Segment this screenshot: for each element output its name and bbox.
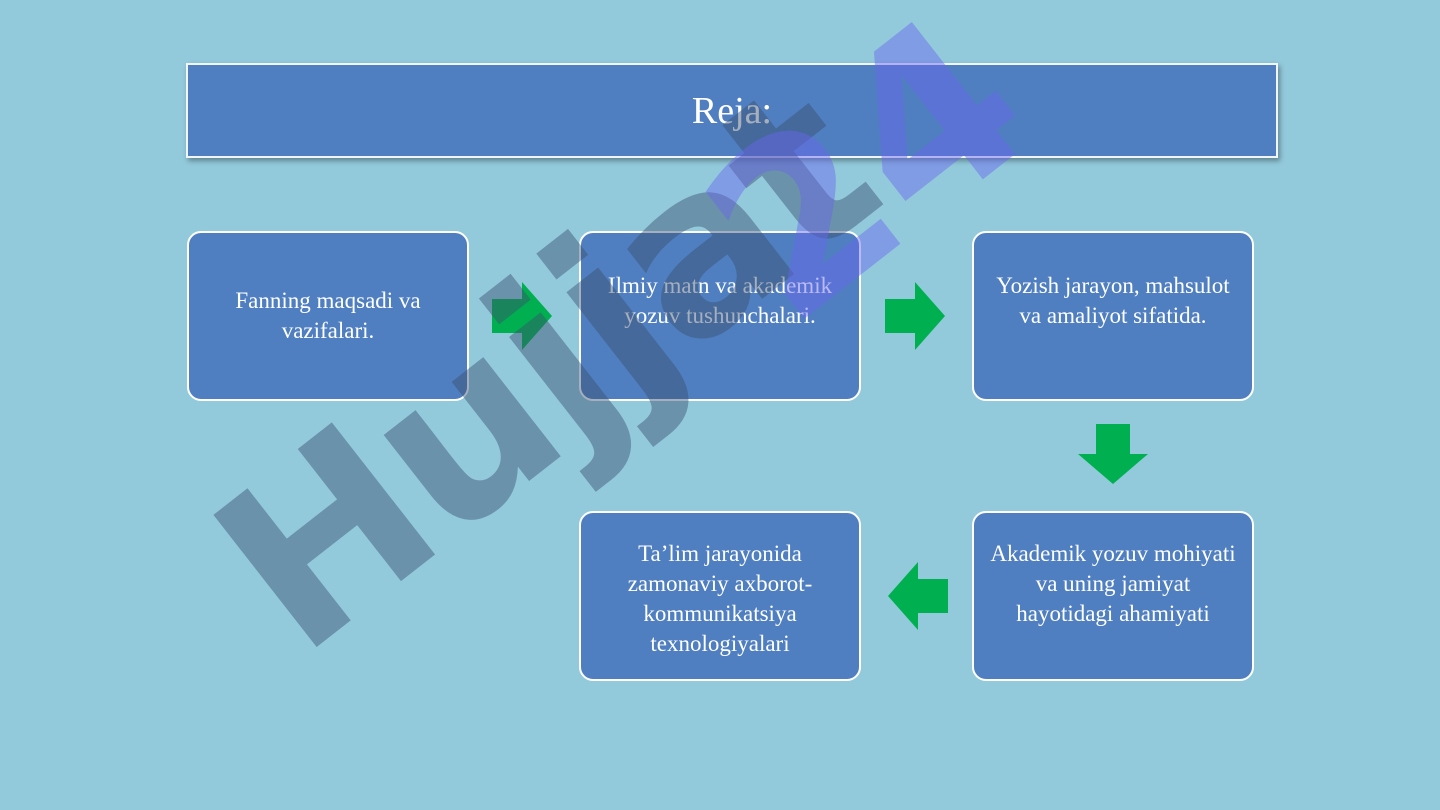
step-box-2: Ilmiy matn va akademik yozuv tushunchala… — [579, 231, 861, 401]
step-4-label: Akademik yozuv mohiyati va uning jamiyat… — [990, 541, 1236, 626]
step-box-1: Fanning maqsadi va vazifalari. — [187, 231, 469, 401]
step-2-label: Ilmiy matn va akademik yozuv tushunchala… — [607, 273, 833, 328]
arrow-right-icon — [885, 282, 945, 350]
title-banner: Reja: — [186, 63, 1278, 158]
arrow-right-icon — [492, 282, 552, 350]
step-box-4: Akademik yozuv mohiyati va uning jamiyat… — [972, 511, 1254, 681]
step-5-label: Ta’lim jarayonida zamonaviy axborot-komm… — [627, 541, 813, 656]
step-1-label: Fanning maqsadi va vazifalari. — [235, 288, 421, 343]
arrow-down-icon — [1078, 424, 1148, 484]
step-3-label: Yozish jarayon, mahsulot va amaliyot sif… — [996, 273, 1230, 328]
step-box-5: Ta’lim jarayonida zamonaviy axborot-komm… — [579, 511, 861, 681]
step-box-3: Yozish jarayon, mahsulot va amaliyot sif… — [972, 231, 1254, 401]
arrow-left-icon — [888, 562, 948, 630]
page-title: Reja: — [691, 89, 773, 132]
